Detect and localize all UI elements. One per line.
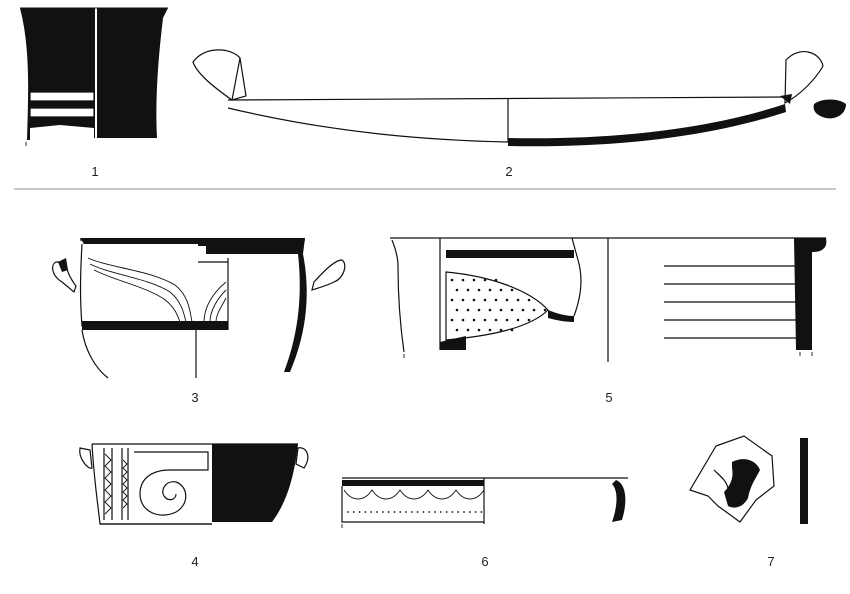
vessel-4-bowl xyxy=(79,443,309,525)
decor-dot xyxy=(543,308,547,312)
decor-dot xyxy=(445,511,448,513)
decor-dot xyxy=(472,278,476,282)
decor-dot xyxy=(450,298,454,302)
figure-label-7: 7 xyxy=(767,554,775,569)
figure-label-6: 6 xyxy=(481,554,489,569)
decor-dot xyxy=(364,511,367,513)
decor-dot xyxy=(461,278,465,282)
decor-dot xyxy=(505,298,509,302)
decor-dot xyxy=(510,308,514,312)
dot-row xyxy=(347,511,483,513)
decor-dot xyxy=(477,288,481,292)
decor-dot xyxy=(494,298,498,302)
figure-label-5: 5 xyxy=(605,390,613,405)
decor-dot xyxy=(499,288,503,292)
decor-dot xyxy=(494,318,498,322)
decor-dot xyxy=(399,511,402,513)
vessel-1-beaker xyxy=(20,7,168,140)
vessel-3-krater xyxy=(52,238,346,379)
decor-dot xyxy=(381,511,384,513)
decor-dot xyxy=(521,308,525,312)
decor-dot xyxy=(450,278,454,282)
fragment-7-sherd xyxy=(689,435,808,524)
decor-dot xyxy=(474,511,477,513)
decor-dot xyxy=(516,298,520,302)
decor-dot xyxy=(434,511,436,513)
row-separator xyxy=(14,188,836,190)
decor-dot xyxy=(477,308,481,312)
decor-dot xyxy=(505,318,509,322)
decor-dot xyxy=(455,328,459,332)
decor-dot xyxy=(472,318,476,322)
tick-marks xyxy=(25,142,813,528)
decor-dot xyxy=(472,298,476,302)
decor-dot xyxy=(461,318,465,322)
decor-dot xyxy=(483,298,487,302)
decor-dot xyxy=(477,328,481,332)
decor-dot xyxy=(510,328,514,332)
decor-dot xyxy=(455,308,459,312)
decor-dot xyxy=(466,328,470,332)
vessel-2-dish xyxy=(192,49,846,147)
decor-dot xyxy=(468,511,471,513)
figure-label-2: 2 xyxy=(505,164,513,179)
decor-dot xyxy=(393,511,396,513)
decor-dot xyxy=(376,511,378,513)
decor-dot xyxy=(516,318,520,322)
decor-dot xyxy=(532,308,536,312)
decor-dot xyxy=(457,511,460,513)
figure-label-4: 4 xyxy=(191,554,199,569)
decor-dot xyxy=(510,288,514,292)
figure-label-1: 1 xyxy=(91,164,99,179)
vessel-5-bowl xyxy=(390,237,827,362)
decor-dot xyxy=(410,511,413,513)
figure-label-3: 3 xyxy=(191,390,199,405)
decor-dot xyxy=(494,278,498,282)
decor-dot xyxy=(455,288,459,292)
decor-dot xyxy=(461,298,465,302)
decor-dot xyxy=(466,308,470,312)
decor-dot xyxy=(450,318,454,322)
decor-dot xyxy=(439,511,442,513)
decor-dot xyxy=(428,511,431,513)
decor-dot xyxy=(352,511,355,513)
decor-dot xyxy=(527,298,531,302)
decor-dot xyxy=(347,511,349,513)
decor-dot xyxy=(451,511,454,513)
decor-dot xyxy=(387,511,390,513)
decor-dot xyxy=(466,288,470,292)
decor-dot xyxy=(463,511,465,513)
decor-dot xyxy=(488,308,492,312)
decor-dot xyxy=(483,318,487,322)
decor-dot xyxy=(416,511,419,513)
dot-pattern xyxy=(450,278,547,332)
decor-dot xyxy=(405,511,407,513)
decor-dot xyxy=(488,328,492,332)
decor-dot xyxy=(422,511,425,513)
decor-dot xyxy=(488,288,492,292)
decor-dot xyxy=(499,328,503,332)
decor-dot xyxy=(370,511,373,513)
decor-dot xyxy=(527,318,531,322)
vessel-6-rim xyxy=(341,477,628,524)
decor-dot xyxy=(499,308,503,312)
decor-dot xyxy=(358,511,361,513)
decor-dot xyxy=(480,511,483,513)
decor-dot xyxy=(483,278,487,282)
